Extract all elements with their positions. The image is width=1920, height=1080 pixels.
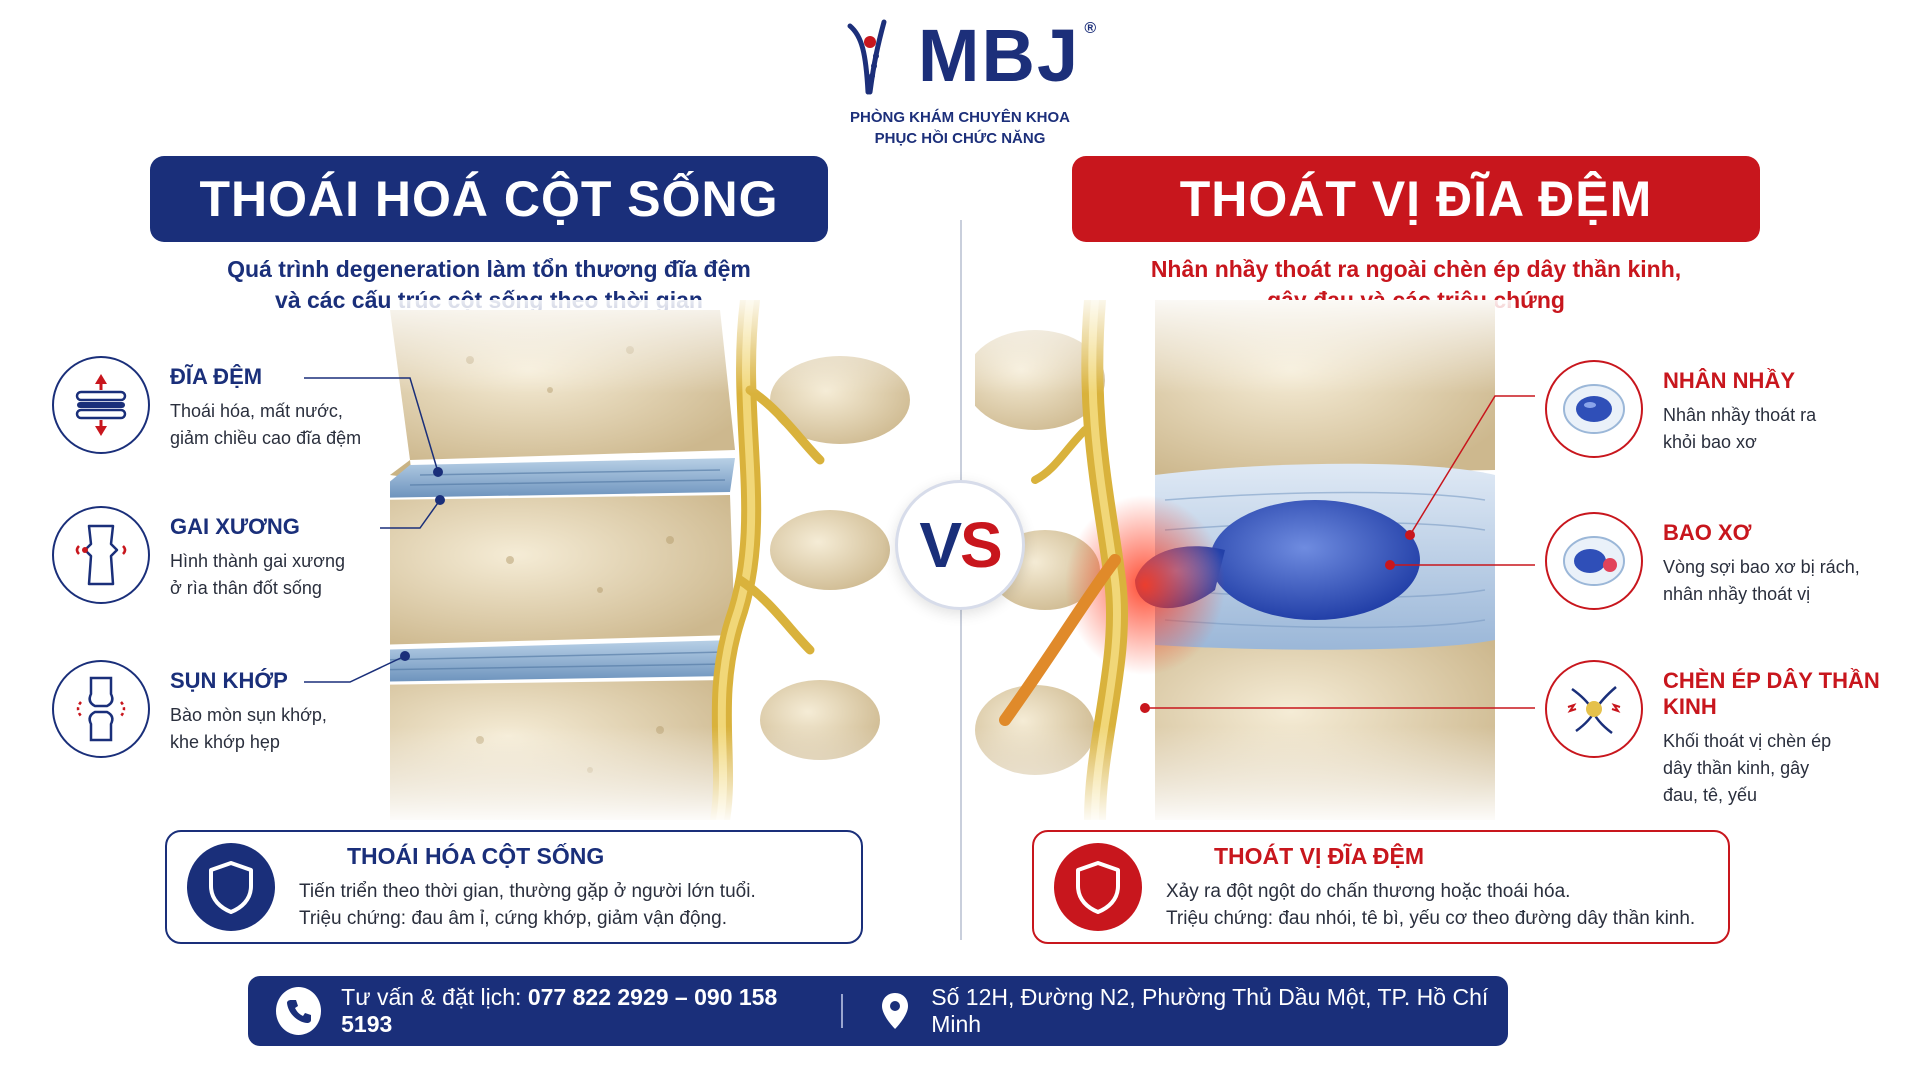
annulus-tear-icon — [1545, 512, 1643, 610]
vs-letter-v: V — [919, 509, 962, 581]
vs-letter-s: S — [960, 509, 1003, 581]
feature-desc-cartilage: Bào mòn sụn khớp, khe khớp hẹp — [170, 705, 327, 752]
phone-icon — [276, 987, 322, 1035]
right-summary-line2: Triệu chứng: đau nhói, tê bì, yếu cơ the… — [1166, 907, 1696, 929]
brand-tagline-line2: PHỤC HỒI CHỨC NĂNG — [874, 130, 1046, 147]
right-feature-annulus: BAO XƠ Vòng sợi bao xơ bị rách, nhân nhầ… — [1545, 512, 1860, 610]
clinic-logo: MBJ® PHÒNG KHÁM CHUYÊN KHOA PHỤC HỒI CHỨ… — [0, 14, 1920, 149]
shield-icon — [187, 843, 275, 931]
spine-logo-icon — [847, 19, 887, 95]
feature-title-nerve: CHÈN ÉP DÂY THẦN KINH — [1663, 668, 1880, 719]
right-summary-line1: Xảy ra đột ngột do chấn thương hoặc thoá… — [1166, 880, 1571, 902]
bone-spur-icon — [52, 506, 150, 604]
location-pin-icon — [879, 989, 911, 1033]
feature-desc-bone-spur: Hình thành gai xương ở rìa thân đốt sống — [170, 551, 345, 598]
feature-desc-nerve: Khối thoát vị chèn ép dây thần kinh, gây… — [1663, 731, 1832, 805]
feature-title-cartilage: SỤN KHỚP — [170, 668, 288, 693]
right-subtitle-line1: Nhân nhầy thoát ra ngoài chèn ép dây thầ… — [1150, 256, 1682, 282]
knee-joint-icon — [52, 660, 150, 758]
left-subtitle-line1: Quá trình degeneration làm tổn thương đĩ… — [227, 256, 751, 282]
left-summary-line2: Triệu chứng: đau âm ỉ, cứng khớp, giảm v… — [299, 907, 727, 929]
left-feature-cartilage: SỤN KHỚP Bào mòn sụn khớp, khe khớp hẹp — [52, 660, 327, 758]
feature-desc-annulus: Vòng sợi bao xơ bị rách, nhân nhầy thoát… — [1663, 557, 1860, 604]
footer-separator — [841, 994, 844, 1028]
right-feature-nerve: CHÈN ÉP DÂY THẦN KINH Khối thoát vị chèn… — [1545, 660, 1920, 809]
phone-contact[interactable]: Tư vấn & đặt lịch: 077 822 2929 – 090 15… — [341, 984, 805, 1038]
brand-name: MBJ — [917, 14, 1081, 97]
herniated-disc-illustration — [975, 300, 1515, 820]
feature-title-nucleus: NHÂN NHẦY — [1663, 368, 1795, 393]
address-text: Số 12H, Đường N2, Phường Thủ Dầu Một, TP… — [931, 984, 1489, 1037]
brand-tagline-line1: PHÒNG KHÁM CHUYÊN KHOA — [849, 109, 1070, 126]
feature-desc-nucleus: Nhân nhầy thoát ra khỏi bao xơ — [1663, 405, 1817, 452]
registered-mark: ® — [1084, 20, 1099, 37]
shield-icon — [1054, 843, 1142, 931]
feature-title-annulus: BAO XƠ — [1663, 520, 1752, 545]
left-feature-disc: ĐĨA ĐỆM Thoái hóa, mất nước, giảm chiều … — [52, 356, 361, 454]
feature-title-disc: ĐĨA ĐỆM — [170, 364, 263, 389]
right-summary-box: THOÁT VỊ ĐĨA ĐỆM Xảy ra đột ngột do chấn… — [1032, 830, 1730, 944]
feature-title-bone-spur: GAI XƯƠNG — [170, 514, 300, 539]
left-summary-box: THOÁI HÓA CỘT SỐNG Tiến triển theo thời … — [165, 830, 863, 944]
left-summary-line1: Tiến triển theo thời gian, thường gặp ở … — [299, 880, 756, 902]
left-feature-bone-spur: GAI XƯƠNG Hình thành gai xương ở rìa thâ… — [52, 506, 345, 604]
phone-label: Tư vấn & đặt lịch: — [341, 984, 528, 1010]
right-summary-title: THOÁT VỊ ĐĨA ĐỆM — [1214, 842, 1424, 869]
nerve-compression-icon — [1545, 660, 1643, 758]
right-section-title: THOÁT VỊ ĐĨA ĐỆM — [1072, 156, 1760, 242]
phone-numbers[interactable]: 077 822 2929 – 090 158 5193 — [341, 984, 778, 1037]
left-summary-title: THOÁI HÓA CỘT SỐNG — [347, 842, 605, 869]
degenerative-spine-illustration — [390, 300, 930, 820]
right-feature-nucleus: NHÂN NHẦY Nhân nhầy thoát ra khỏi bao xơ — [1545, 360, 1816, 458]
contact-footer: Tư vấn & đặt lịch: 077 822 2929 – 090 15… — [248, 976, 1508, 1046]
disc-compress-icon — [52, 356, 150, 454]
left-section-title: THOÁI HOÁ CỘT SỐNG — [150, 156, 828, 242]
feature-desc-disc: Thoái hóa, mất nước, giảm chiều cao đĩa … — [170, 401, 362, 448]
nucleus-icon — [1545, 360, 1643, 458]
